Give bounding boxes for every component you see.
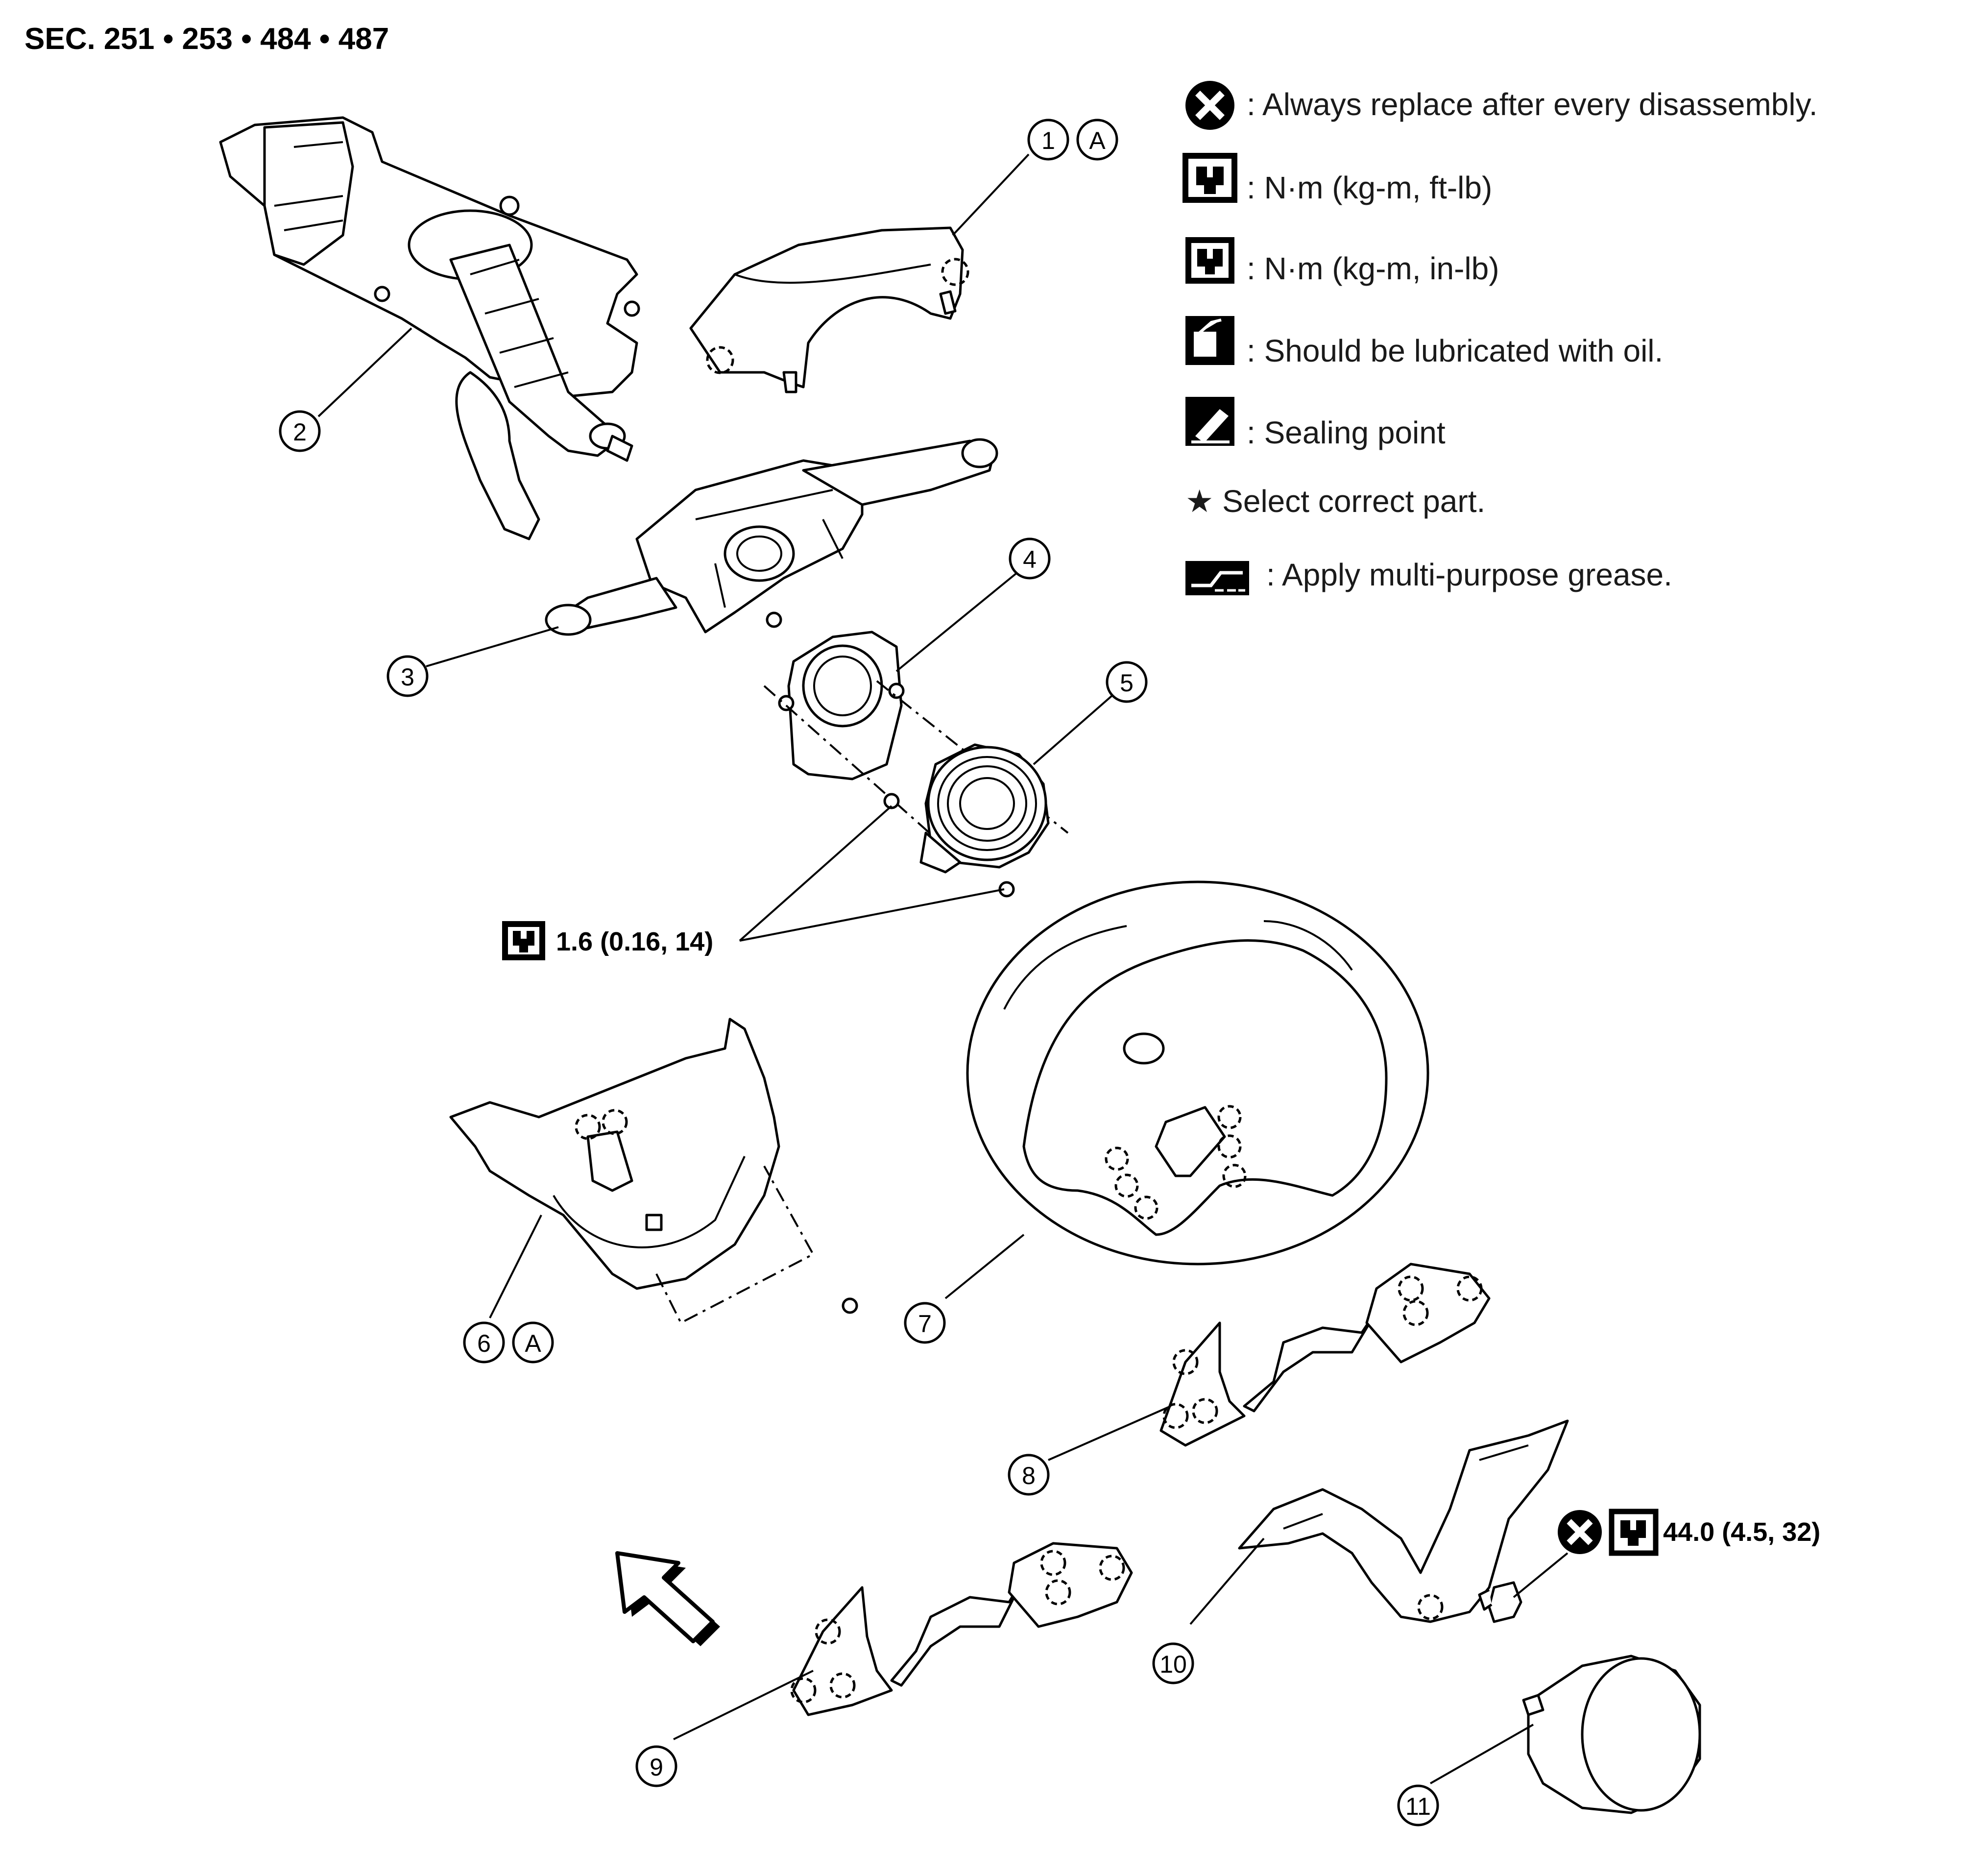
legend-torque-ftlb: : N·m (kg-m, ft-lb) (1247, 170, 1492, 205)
legend-always-replace: : Always replace after every disassembly… (1247, 87, 1818, 122)
svg-text:6: 6 (477, 1330, 491, 1357)
callout-8: 8 (1008, 1454, 1050, 1496)
driver-air-bag-module (1522, 1655, 1701, 1814)
legend: : Always replace after every disassembly… (1183, 81, 1818, 595)
leader-5 (1033, 695, 1113, 765)
callout-7: 7 (904, 1302, 946, 1344)
callout-9: 9 (635, 1745, 677, 1787)
callout-6: 6 A (463, 1321, 554, 1364)
svg-text:A: A (1089, 127, 1106, 154)
upper-column-cover (689, 226, 969, 393)
legend-oil: : Should be lubricated with oil. (1247, 333, 1663, 368)
svg-text:9: 9 (650, 1754, 663, 1781)
grease-icon (1185, 561, 1249, 595)
leader-1 (952, 153, 1030, 236)
leader-2 (317, 327, 412, 417)
legend-torque-inlb: : N·m (kg-m, in-lb) (1247, 251, 1499, 286)
spiral-cable (883, 743, 1050, 898)
svg-text:A: A (525, 1330, 541, 1357)
sealing-point-icon (1185, 397, 1234, 446)
leader-11 (1430, 1724, 1534, 1784)
callout-4: 4 (1009, 537, 1051, 580)
svg-text:3: 3 (401, 663, 414, 691)
leader-4 (895, 572, 1017, 672)
leader-7 (944, 1234, 1025, 1299)
steering-wheel-bolt (1478, 1581, 1522, 1623)
svg-text:5: 5 (1120, 669, 1134, 697)
leader-10 (1189, 1537, 1265, 1625)
steering-column (219, 116, 640, 540)
torque-value-bolt: 44.0 (4.5, 32) (1663, 1517, 1820, 1547)
svg-text:11: 11 (1405, 1793, 1431, 1820)
svg-text:1: 1 (1041, 127, 1055, 154)
steering-switch-lower (790, 1542, 1133, 1716)
svg-text:8: 8 (1022, 1462, 1036, 1489)
svg-text:4: 4 (1023, 546, 1037, 573)
leader-3 (426, 626, 559, 667)
legend-sealing: : Sealing point (1247, 415, 1446, 450)
svg-text:2: 2 (293, 418, 307, 446)
legend-select-part: ★ Select correct part. (1185, 484, 1485, 519)
callout-1: 1 A (1027, 119, 1118, 161)
callout-5: 5 (1106, 661, 1148, 703)
torque-ftlb-icon (1183, 153, 1237, 203)
svg-text:10: 10 (1159, 1651, 1187, 1678)
combination-switch (545, 438, 998, 636)
lower-column-cover (449, 1018, 858, 1324)
legend-grease: : Apply multi-purpose grease. (1266, 557, 1672, 592)
leader-8 (1048, 1405, 1171, 1461)
svg-text:7: 7 (918, 1310, 932, 1338)
front-arrow-icon (615, 1551, 720, 1646)
callout-11: 11 (1397, 1784, 1439, 1827)
callout-10: 10 (1152, 1642, 1194, 1684)
torque-callout-screws: 1.6 (0.16, 14) (502, 805, 1005, 960)
steering-switch-upper (1159, 1263, 1491, 1447)
torque-value-screws: 1.6 (0.16, 14) (556, 927, 713, 956)
steering-wheel (966, 880, 1429, 1266)
leader-9 (673, 1670, 814, 1740)
always-replace-icon (1185, 81, 1234, 130)
leader-6 (489, 1215, 542, 1318)
oil-can-icon (1185, 316, 1234, 365)
callout-3: 3 (386, 655, 429, 697)
section-title: SEC. 251 • 253 • 484 • 487 (24, 22, 389, 56)
steering-angle-sensor (763, 631, 1069, 844)
steering-wheel-rear-cover (1238, 1419, 1569, 1623)
callout-2: 2 (279, 410, 321, 452)
torque-callout-bolt: 44.0 (4.5, 32) (1513, 1509, 1820, 1598)
torque-inlb-icon (1185, 237, 1234, 284)
